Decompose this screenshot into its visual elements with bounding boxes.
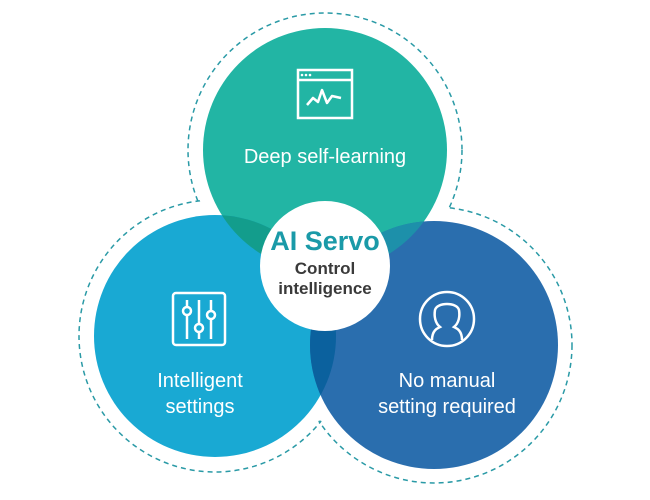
label-settings: settings	[166, 396, 235, 418]
user-icon	[418, 290, 476, 348]
circle-deep-self-learning	[203, 28, 447, 272]
label-setting-required: setting required	[378, 396, 516, 418]
label-deep-self-learning: Deep self-learning	[244, 146, 406, 168]
label-intelligent: Intelligent	[157, 370, 243, 392]
browser-chart-icon	[296, 68, 354, 120]
center-subtitle-2: intelligence	[278, 279, 372, 298]
center-circle	[260, 201, 390, 331]
label-no-manual: No manual	[399, 370, 496, 392]
sliders-icon	[171, 291, 227, 347]
center-title: AI Servo	[270, 226, 380, 256]
center-subtitle-1: Control	[295, 259, 355, 278]
